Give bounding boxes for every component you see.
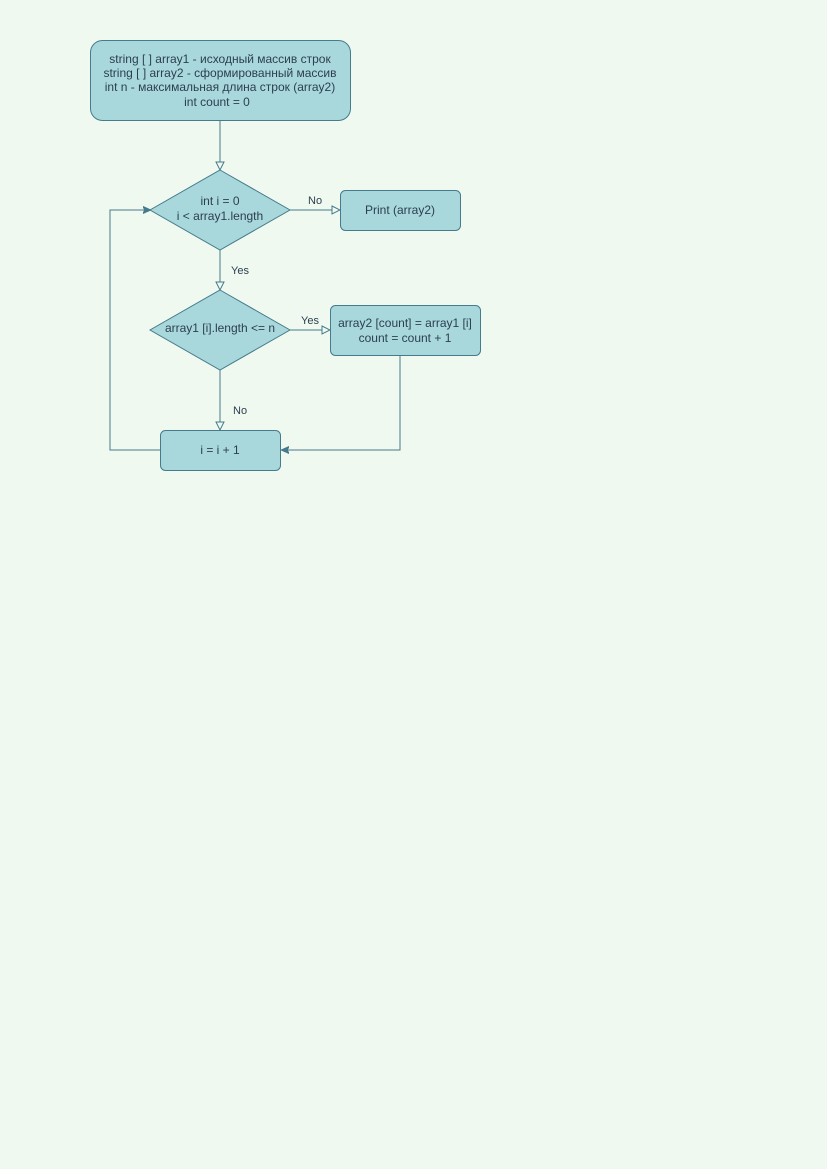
start-node-line-1: string [ ] array1 - исходный массив стро… (109, 52, 331, 66)
loop-condition-decision: int i = 0 i < array1.length (148, 169, 292, 251)
loop-condition-line-2: i < array1.length (177, 209, 263, 223)
increment-node-label: i = i + 1 (200, 443, 240, 457)
start-node-line-3: int n - максимальная длина строк (array2… (105, 80, 335, 94)
loop-condition-line-1: int i = 0 (200, 194, 239, 208)
length-condition-decision: array1 [i].length <= n (148, 289, 292, 371)
edges (109, 121, 401, 451)
increment-node: i = i + 1 (160, 430, 281, 471)
assign-node-line-1: array2 [count] = array1 [i] (338, 316, 472, 330)
assign-node-shape (330, 305, 481, 356)
start-node-line-2: string [ ] array2 - сформированный масси… (103, 66, 336, 80)
increment-node-shape (160, 430, 281, 471)
start-node-line-4: int count = 0 (184, 95, 250, 109)
assign-node-line-2: count = count + 1 (359, 331, 452, 345)
length-condition-label: array1 [i].length <= n (165, 321, 275, 335)
print-node-shape (340, 190, 461, 231)
edge-label-loop-yes: Yes (231, 265, 249, 277)
start-node-shape (90, 40, 351, 121)
print-node: Print (array2) (340, 190, 461, 231)
start-node: string [ ] array1 - исходный массив стро… (90, 40, 351, 121)
loop-condition-shape (148, 169, 292, 251)
edge-label-length-yes: Yes (301, 315, 319, 327)
edge-increment-loop-back (109, 210, 160, 451)
print-node-label: Print (array2) (365, 203, 435, 217)
edge-label-loop-no: No (308, 195, 322, 207)
edge-label-length-no: No (233, 405, 247, 417)
length-condition-shape (148, 289, 292, 371)
assign-node: array2 [count] = array1 [i] count = coun… (330, 305, 481, 356)
edge-assign-to-increment (281, 355, 401, 450)
